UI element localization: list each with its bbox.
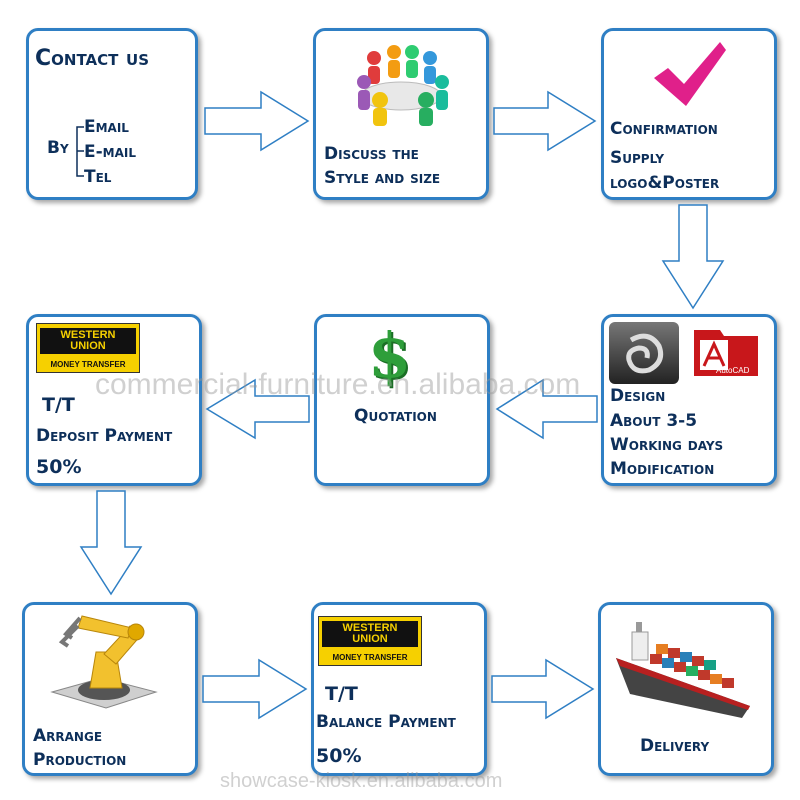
design-line-2: About 3-5 xyxy=(610,411,698,431)
balance-line-2: Balance Payment xyxy=(316,712,456,732)
arrow-right-2 xyxy=(493,90,597,152)
arrow-right-4 xyxy=(491,658,595,720)
contact-us-title: Contact us xyxy=(35,46,150,71)
arrow-right-3 xyxy=(202,658,308,720)
design-line-1: Design xyxy=(610,386,666,406)
3ds-max-icon xyxy=(609,322,679,384)
confirm-line-1: Confirmation xyxy=(610,119,718,139)
confirm-line-3: logo&Poster xyxy=(610,173,720,193)
watermark-center: commercial-furniture.en.alibaba.com xyxy=(95,368,581,401)
autocad-label: AutoCAD xyxy=(716,366,750,375)
dollar-icon: $ xyxy=(368,319,412,392)
autocad-icon xyxy=(694,330,758,376)
discuss-box xyxy=(313,28,489,200)
contact-method-email: Email xyxy=(84,117,129,137)
quotation-label: Quotation xyxy=(354,406,437,426)
contact-bracket xyxy=(76,126,84,177)
contact-us-box xyxy=(26,28,198,200)
deposit-line-1: T/T xyxy=(42,394,75,416)
quotation-box xyxy=(314,314,490,486)
balance-line-1: T/T xyxy=(325,683,358,705)
arrow-left-2 xyxy=(205,378,310,440)
cargo-ship-icon xyxy=(616,622,750,718)
arrow-right-1 xyxy=(204,90,310,152)
checkmark-icon xyxy=(654,42,726,106)
confirmation-box xyxy=(601,28,777,200)
production-line-1: Arrange xyxy=(33,726,103,746)
contact-method-tel: Tel xyxy=(84,167,112,187)
robot-arm-icon xyxy=(50,615,158,709)
team-meeting-icon xyxy=(357,45,449,126)
contact-by-label: By xyxy=(47,138,69,158)
discuss-line-2: Style and size xyxy=(324,168,441,188)
arrow-left-1 xyxy=(495,378,598,440)
design-line-3: Working days xyxy=(610,435,724,455)
balance-line-3: 50% xyxy=(316,745,362,767)
deposit-line-3: 50% xyxy=(36,456,82,478)
watermark-bottom: showcase-kiosk.en.alibaba.com xyxy=(220,770,503,792)
design-line-4: Modification xyxy=(610,459,715,479)
confirm-line-2: Supply xyxy=(610,148,665,168)
arrow-down-1 xyxy=(661,204,725,310)
discuss-line-1: Discuss the xyxy=(324,144,419,164)
production-line-2: Production xyxy=(33,750,127,770)
contact-method-email2: E-mail xyxy=(84,142,137,162)
arrow-down-2 xyxy=(79,490,143,596)
deposit-line-2: Deposit Payment xyxy=(36,426,173,446)
delivery-label: Delivery xyxy=(640,736,710,756)
